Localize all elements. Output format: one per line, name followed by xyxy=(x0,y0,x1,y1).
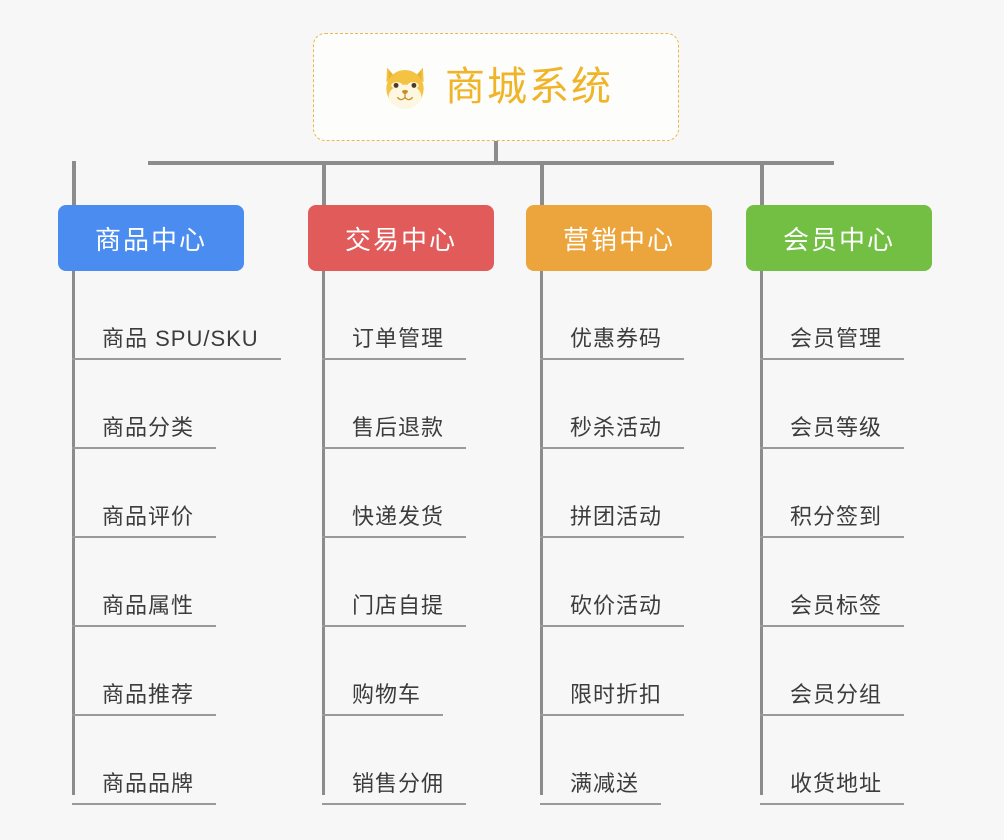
leaf-item-label: 秒杀活动 xyxy=(540,415,685,449)
branch-spine-product-center xyxy=(72,271,75,795)
leaf-item-label: 会员分组 xyxy=(760,682,905,716)
leaf-list-marketing-center: 优惠券码秒杀活动拼团活动砍价活动限时折扣满减送 xyxy=(526,271,712,805)
branch-header-label: 商品中心 xyxy=(94,224,207,255)
leaf-item-label: 商品品牌 xyxy=(72,771,217,805)
leaf-item[interactable]: 订单管理 xyxy=(308,271,494,360)
branch-header-trade-center[interactable]: 交易中心 xyxy=(308,205,494,271)
leaf-item[interactable]: 商品品牌 xyxy=(58,716,244,805)
connector-drop-marketing-center xyxy=(540,161,544,205)
leaf-item[interactable]: 会员标签 xyxy=(746,538,932,627)
branch-header-label: 营销中心 xyxy=(562,224,675,255)
branch-header-member-center[interactable]: 会员中心 xyxy=(746,205,932,271)
leaf-list-product-center: 商品 SPU/SKU 商品分类商品评价商品属性商品推荐商品品牌 xyxy=(58,271,281,805)
leaf-item[interactable]: 商品评价 xyxy=(58,449,244,538)
branch-header-label: 交易中心 xyxy=(344,224,457,255)
leaf-item-label: 拼团活动 xyxy=(540,504,685,538)
leaf-item[interactable]: 会员管理 xyxy=(746,271,932,360)
root-title: 商城系统 xyxy=(445,65,613,109)
leaf-item[interactable]: 拼团活动 xyxy=(526,449,712,538)
branch-spine-trade-center xyxy=(322,271,325,795)
leaf-item-label: 积分签到 xyxy=(760,504,905,538)
connector-root-stem xyxy=(494,141,498,164)
leaf-item[interactable]: 会员分组 xyxy=(746,627,932,716)
leaf-item-label: 满减送 xyxy=(540,771,662,805)
leaf-item-label: 销售分佣 xyxy=(322,771,467,805)
leaf-list-member-center: 会员管理会员等级积分签到会员标签会员分组收货地址 xyxy=(746,271,932,805)
branch-spine-marketing-center xyxy=(540,271,543,795)
leaf-item[interactable]: 门店自提 xyxy=(308,538,494,627)
leaf-item-label: 会员标签 xyxy=(760,593,905,627)
branch-column-marketing-center: 营销中心优惠券码秒杀活动拼团活动砍价活动限时折扣满减送 xyxy=(526,205,712,805)
leaf-item-label: 砍价活动 xyxy=(540,593,685,627)
branch-column-member-center: 会员中心会员管理会员等级积分签到会员标签会员分组收货地址 xyxy=(746,205,932,805)
root-node[interactable]: 商城系统 xyxy=(313,33,679,141)
leaf-item-label: 商品推荐 xyxy=(72,682,217,716)
leaf-item-label: 会员管理 xyxy=(760,326,905,360)
branch-header-marketing-center[interactable]: 营销中心 xyxy=(526,205,712,271)
leaf-item-label: 限时折扣 xyxy=(540,682,685,716)
connector-horizontal-bar xyxy=(148,161,834,165)
leaf-item-label: 商品 SPU/SKU xyxy=(72,326,281,360)
leaf-item[interactable]: 商品推荐 xyxy=(58,627,244,716)
dog-face-icon xyxy=(379,61,431,113)
leaf-item[interactable]: 会员等级 xyxy=(746,360,932,449)
leaf-item[interactable]: 销售分佣 xyxy=(308,716,494,805)
leaf-item-label: 商品分类 xyxy=(72,415,217,449)
leaf-item-label: 商品属性 xyxy=(72,593,217,627)
leaf-item[interactable]: 秒杀活动 xyxy=(526,360,712,449)
leaf-item-label: 快递发货 xyxy=(322,504,467,538)
leaf-item-label: 订单管理 xyxy=(322,326,467,360)
leaf-item[interactable]: 优惠券码 xyxy=(526,271,712,360)
leaf-item-label: 优惠券码 xyxy=(540,326,685,360)
leaf-item[interactable]: 快递发货 xyxy=(308,449,494,538)
leaf-item[interactable]: 购物车 xyxy=(308,627,494,716)
leaf-item[interactable]: 商品 SPU/SKU xyxy=(58,271,281,360)
branch-spine-member-center xyxy=(760,271,763,795)
leaf-item[interactable]: 满减送 xyxy=(526,716,712,805)
connector-drop-member-center xyxy=(760,161,764,205)
leaf-item[interactable]: 商品分类 xyxy=(58,360,244,449)
leaf-item[interactable]: 收货地址 xyxy=(746,716,932,805)
leaf-item[interactable]: 限时折扣 xyxy=(526,627,712,716)
leaf-item-label: 会员等级 xyxy=(760,415,905,449)
leaf-list-trade-center: 订单管理售后退款快递发货门店自提购物车销售分佣 xyxy=(308,271,494,805)
branch-header-product-center[interactable]: 商品中心 xyxy=(58,205,244,271)
leaf-item-label: 购物车 xyxy=(322,682,444,716)
leaf-item-label: 门店自提 xyxy=(322,593,467,627)
leaf-item[interactable]: 砍价活动 xyxy=(526,538,712,627)
branch-column-product-center: 商品中心商品 SPU/SKU 商品分类商品评价商品属性商品推荐商品品牌 xyxy=(58,205,281,805)
leaf-item-label: 售后退款 xyxy=(322,415,467,449)
connector-drop-trade-center xyxy=(322,161,326,205)
connector-drop-product-center xyxy=(72,161,76,205)
leaf-item[interactable]: 售后退款 xyxy=(308,360,494,449)
leaf-item[interactable]: 商品属性 xyxy=(58,538,244,627)
branch-header-label: 会员中心 xyxy=(782,224,895,255)
branch-column-trade-center: 交易中心订单管理售后退款快递发货门店自提购物车销售分佣 xyxy=(308,205,494,805)
leaf-item-label: 商品评价 xyxy=(72,504,217,538)
leaf-item[interactable]: 积分签到 xyxy=(746,449,932,538)
leaf-item-label: 收货地址 xyxy=(760,771,905,805)
